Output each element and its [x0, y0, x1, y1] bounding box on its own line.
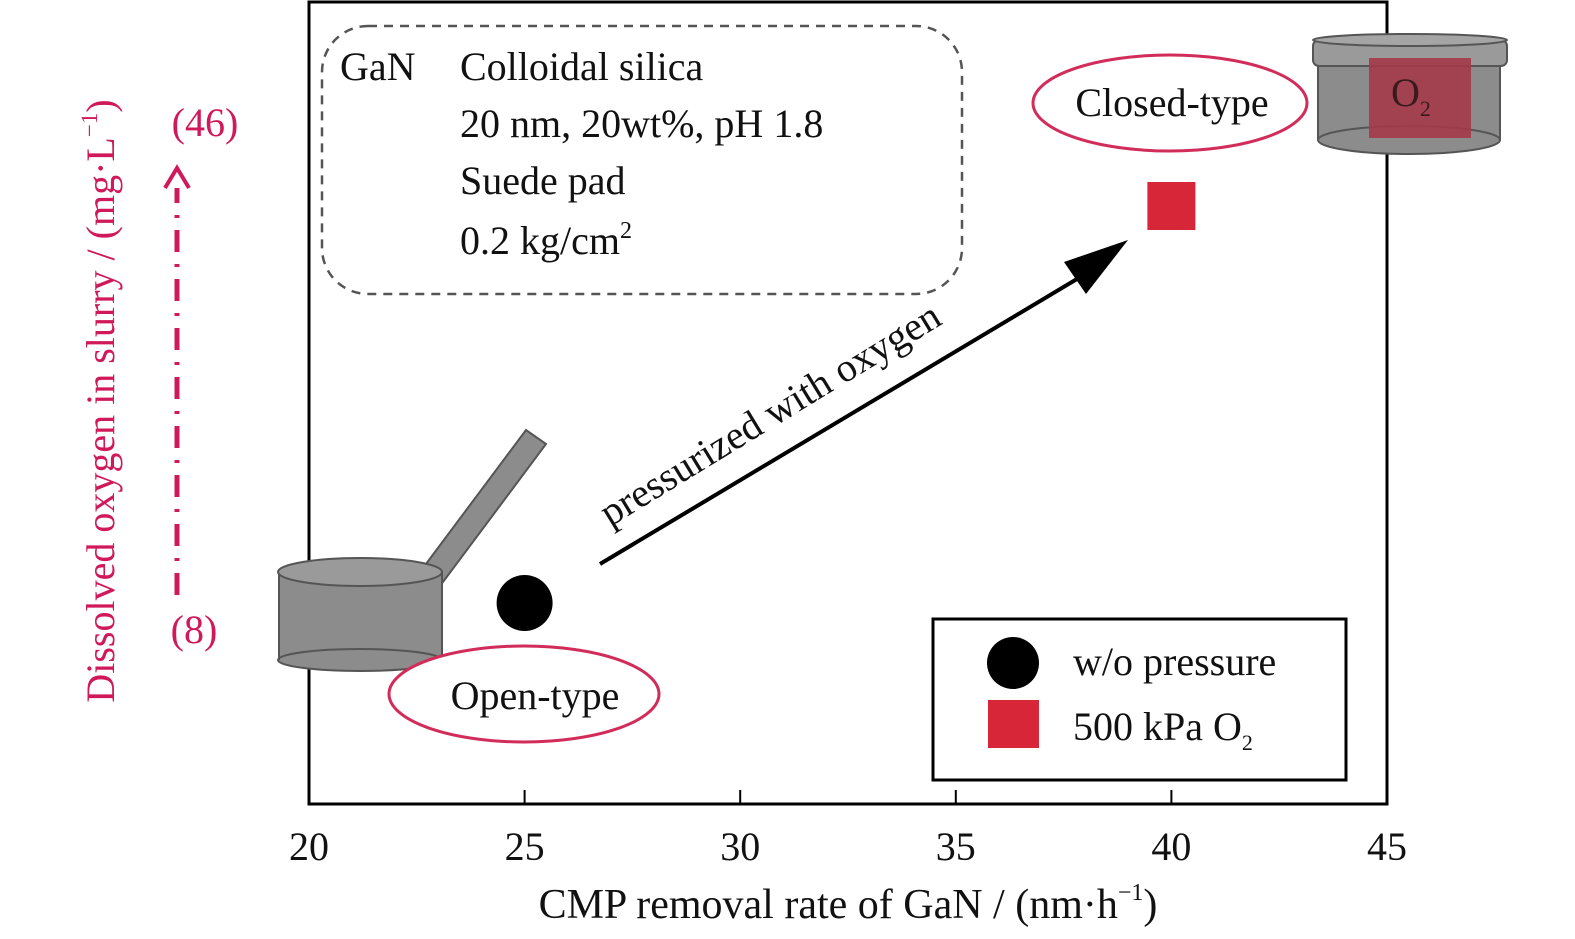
conditions-box [320, 24, 964, 296]
o2-label: O2 [1391, 70, 1431, 121]
x-tick-label: 35 [936, 824, 976, 869]
open-type-ellipse [387, 644, 661, 744]
x-tick-label: 30 [720, 824, 760, 869]
pressurized-arrow-head [1064, 240, 1128, 294]
data-points [496, 182, 1196, 631]
y-marker-low: (8) [171, 607, 218, 652]
data-point-square [1147, 182, 1196, 230]
open-container-illustration [277, 428, 548, 672]
pressurized-arrow-line [598, 268, 1094, 566]
x-axis-title: CMP removal rate of GaN / (nm·h−1) [539, 880, 1158, 928]
closed-container-illustration: O2 [1312, 33, 1508, 155]
data-point-circle [496, 575, 553, 631]
conditions-line-2: 20 nm, 20wt%, pH 1.8 [460, 101, 823, 146]
legend-label-2: 500 kPa O2 [1073, 704, 1253, 755]
o2-tank-window [1369, 58, 1471, 138]
closed-type-ellipse [1031, 53, 1309, 153]
conditions-line-1: Colloidal silica [460, 44, 704, 89]
legend: w/o pressure 500 kPa O2 [931, 617, 1348, 782]
x-tick-label: 45 [1367, 824, 1407, 869]
legend-marker-circle [987, 637, 1039, 689]
x-tick-label: 20 [289, 824, 329, 869]
x-axis-ticks: 20 25 30 35 40 45 [289, 790, 1407, 869]
pressurized-arrow-label: pressurized with oxygen [591, 293, 948, 535]
y-increase-arrow-head [163, 164, 191, 190]
conditions-line-4: 0.2 kg/cm2 [460, 218, 632, 263]
x-tick-label: 40 [1151, 824, 1191, 869]
conditions-line-3: Suede pad [460, 158, 626, 203]
x-tick-label: 25 [505, 824, 545, 869]
closed-type-label: Closed-type [1075, 80, 1268, 125]
legend-marker-square [988, 700, 1039, 748]
y-marker-high: (46) [172, 100, 239, 145]
legend-label-1: w/o pressure [1073, 639, 1276, 684]
y-axis-title: Dissolved oxygen in slurry / (mg·L−1) [77, 99, 123, 702]
conditions-material: GaN [340, 44, 416, 89]
open-type-label: Open-type [451, 673, 620, 718]
plot-frame [307, 0, 1389, 806]
